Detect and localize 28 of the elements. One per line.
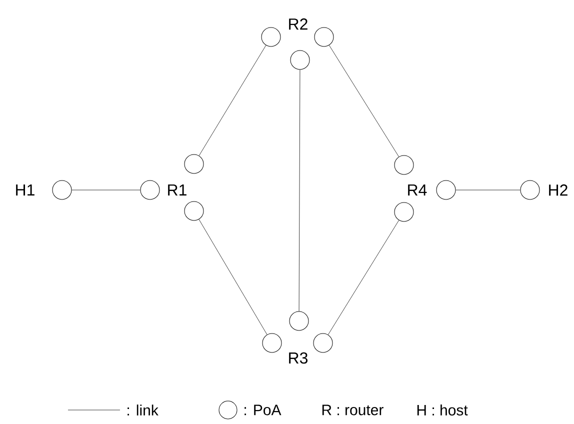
legend-text: : link	[128, 404, 158, 416]
legend-text: H : host	[417, 404, 468, 416]
link-line	[328, 220, 400, 335]
poa-circle	[52, 180, 72, 200]
poa-circle	[520, 180, 540, 200]
legend-text: R : router	[322, 404, 384, 416]
poa-circle	[394, 155, 414, 175]
poa-circle	[314, 27, 334, 47]
poa-circle	[394, 202, 414, 222]
node-label: R1	[168, 184, 186, 196]
poa-circle	[140, 180, 160, 200]
poa-circle	[261, 27, 281, 47]
poa-circle	[290, 50, 310, 70]
node-label: R2	[289, 18, 308, 30]
poa-circle	[262, 333, 282, 353]
link-line	[298, 70, 300, 312]
poa-circle	[313, 333, 333, 353]
poa-circle	[436, 180, 456, 200]
link-line	[198, 45, 266, 156]
node-label: R3	[289, 352, 308, 364]
link-line	[198, 219, 268, 335]
poa-circle	[184, 154, 204, 174]
poa-circle	[184, 201, 204, 221]
node-label: H1	[16, 184, 34, 196]
link-line	[328, 45, 400, 157]
node-label: R4	[408, 184, 427, 196]
poa-circle	[289, 311, 309, 331]
legend-text: : PoA	[244, 404, 282, 416]
